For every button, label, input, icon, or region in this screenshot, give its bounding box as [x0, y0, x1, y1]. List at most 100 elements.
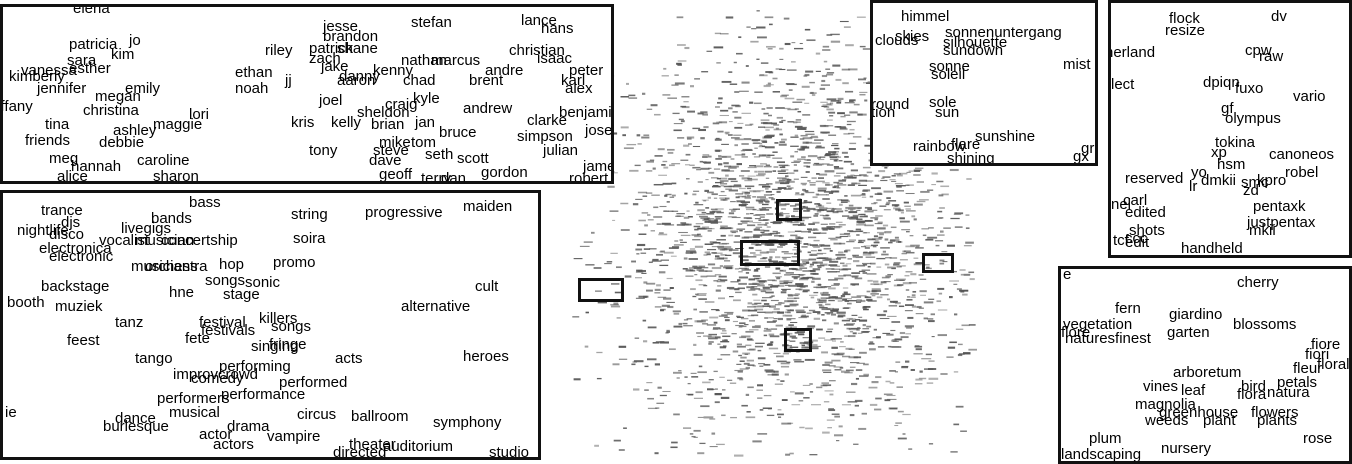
zoom-box-sky [776, 199, 802, 221]
word-label: megan [95, 88, 141, 105]
word-label: ethan [235, 64, 273, 81]
word-label: kelly [331, 114, 362, 131]
word-label: lect [1111, 76, 1135, 93]
word-label: edit [1125, 234, 1150, 251]
word-label: noah [235, 80, 269, 97]
word-label: riley [265, 42, 293, 59]
word-label: jennifer [37, 80, 87, 97]
word-label: bruce [439, 124, 477, 141]
word-label: andre [485, 62, 524, 79]
word-label: musical [169, 404, 220, 421]
word-label: robel [1285, 164, 1319, 181]
word-label: muziek [55, 298, 103, 315]
word-label: scott [457, 150, 489, 167]
word-label: natura [1267, 384, 1310, 401]
word-label: handheld [1181, 240, 1243, 257]
word-label: tom [411, 134, 437, 151]
word-label: songs [271, 318, 312, 335]
word-label: giardino [1169, 306, 1223, 323]
word-label: landscaping [1061, 446, 1142, 463]
word-label: esther [69, 60, 111, 77]
word-label: e [1063, 266, 1072, 283]
word-label: kris [291, 114, 315, 131]
word-label: christina [83, 102, 139, 119]
word-label: jo [129, 32, 141, 49]
word-label: xp [1211, 144, 1227, 161]
word-label: cpw [1245, 42, 1272, 59]
word-label: cherry [1237, 274, 1279, 291]
word-label: caroline [137, 152, 190, 169]
word-label: maiden [463, 198, 513, 215]
word-label: auditorium [383, 438, 454, 455]
panel-sky: himmel sonnenuntergang clouds skies silh… [870, 0, 1098, 166]
word-label: isaac [537, 50, 573, 67]
word-label: meg [49, 150, 79, 167]
word-label: vines [1143, 378, 1179, 395]
word-label: sonne [929, 58, 970, 75]
word-label: arboretum [1173, 364, 1242, 381]
word-label: gordon [481, 164, 528, 181]
word-label: dmkii [1201, 172, 1237, 189]
word-label: round [871, 96, 910, 113]
word-label: nerland [1108, 44, 1156, 61]
word-label: fringe [269, 336, 307, 353]
word-label: dave [369, 152, 402, 169]
word-label: alice [57, 168, 88, 184]
word-label: theater [349, 436, 396, 453]
word-label: tiffany [0, 98, 33, 115]
word-label: simpson [517, 128, 573, 145]
word-label: dv [1271, 8, 1287, 25]
word-label: joel [319, 92, 343, 109]
word-label: backstage [41, 278, 110, 295]
word-label: jj [285, 72, 292, 89]
word-label: tanz [115, 314, 144, 331]
word-label: plant [1203, 412, 1236, 429]
word-label: carl [1123, 192, 1148, 209]
word-label: brent [469, 72, 504, 89]
word-label: plants [1257, 412, 1298, 429]
word-label: gf [1221, 100, 1234, 117]
panel-garden: e cherry fern giardino vegetation blosso… [1058, 266, 1352, 464]
word-label: tango [135, 350, 173, 367]
word-label: kim [111, 46, 135, 63]
word-label: vanessa [21, 62, 77, 79]
word-label: disco [49, 226, 85, 243]
word-label: acts [335, 350, 363, 367]
word-label: petals [1277, 374, 1318, 391]
word-label: symphony [433, 414, 502, 431]
word-label: musicians [131, 258, 198, 275]
word-label: aaron [337, 72, 376, 89]
word-label: lr [1189, 178, 1198, 195]
word-label: feest [67, 332, 100, 349]
word-label: alex [565, 80, 593, 97]
word-label: mist [1063, 56, 1091, 73]
word-label: edited [1125, 204, 1166, 221]
word-label: improvcrowd [173, 366, 259, 383]
word-label: trance [41, 202, 83, 219]
word-label: flora [1237, 386, 1267, 403]
word-label: rose [1303, 430, 1333, 447]
word-label: dan [441, 170, 467, 184]
word-label: songs [205, 272, 246, 289]
word-label: gr [1081, 140, 1095, 157]
word-label: jesse [323, 18, 359, 35]
word-label: sundown [943, 42, 1004, 59]
word-label: alternative [401, 298, 471, 315]
word-label: debbie [99, 134, 145, 151]
word-label: zach [309, 50, 341, 67]
word-label: robert [569, 170, 609, 184]
word-label: flowers [1251, 404, 1299, 421]
word-label: electronica [39, 240, 112, 257]
word-label: drama [227, 418, 270, 435]
panel-music: bass trance djs bands string progressive… [0, 190, 541, 460]
word-label: studio [489, 444, 530, 460]
word-label: electronic [49, 248, 114, 265]
word-label: benjamin [559, 104, 614, 121]
word-label: comedy [191, 370, 244, 387]
word-label: kimberly [9, 68, 65, 85]
word-label: karl [561, 72, 586, 89]
zoom-box-camera [922, 253, 954, 273]
word-label: skies [895, 28, 930, 45]
word-label: maggie [153, 116, 203, 133]
